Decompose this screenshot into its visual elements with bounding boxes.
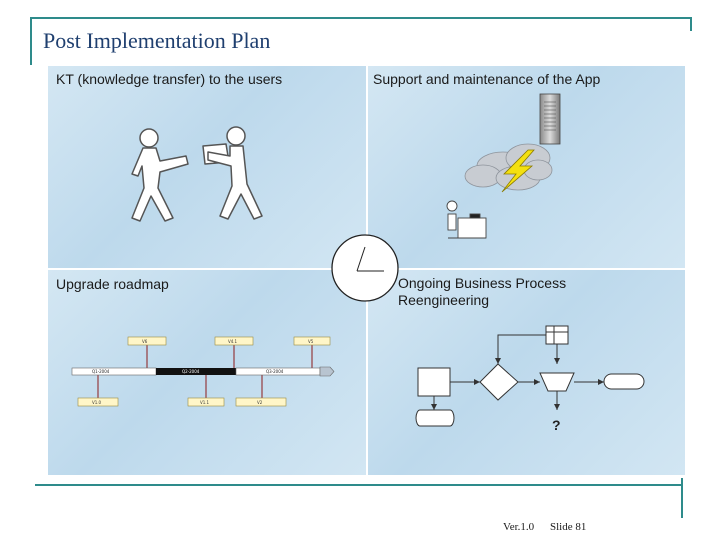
bottom-marker-1-label: V1.0	[92, 400, 102, 405]
people-handing-over-icon	[48, 66, 366, 268]
top-marker-2-label: V4.1	[228, 339, 238, 344]
frame-left-line	[30, 17, 32, 65]
slide-title: Post Implementation Plan	[43, 28, 270, 54]
server-network-user-icon	[368, 66, 685, 268]
footer-slide-number: Slide 81	[550, 521, 586, 533]
kt-quadrant: KT (knowledge transfer) to the users	[48, 66, 366, 268]
bottom-marker-3-label: V2	[257, 400, 263, 405]
frame-right-line	[690, 17, 692, 31]
frame-top-line	[30, 17, 692, 19]
timeline-q2: Q2-2004	[182, 369, 200, 374]
timeline-q3: Q3-2004	[266, 369, 284, 374]
roadmap-timeline-icon: Q1-2004 Q2-2004 Q3-2004 V6 V4.1 V5 V1.0 …	[48, 270, 366, 475]
bottom-marker-2-label: V1.1	[200, 400, 210, 405]
timeline-q1: Q1-2004	[92, 369, 110, 374]
upgrade-quadrant: Upgrade roadmap Q1-2004 Q2-2004 Q3-2004 …	[48, 270, 366, 475]
footer-version: Ver.1.0	[503, 521, 534, 533]
question-mark: ?	[552, 417, 561, 433]
bottom-rule	[35, 484, 683, 486]
bottom-tick-line	[681, 478, 683, 518]
bpr-quadrant: Ongoing Business Process Reengineering	[368, 270, 685, 475]
support-quadrant: Support and maintenance of the App	[368, 66, 685, 268]
top-marker-3-label: V5	[308, 339, 314, 344]
clock-icon	[330, 233, 400, 303]
top-marker-1-label: V6	[142, 339, 148, 344]
flowchart-icon: ?	[368, 270, 685, 475]
